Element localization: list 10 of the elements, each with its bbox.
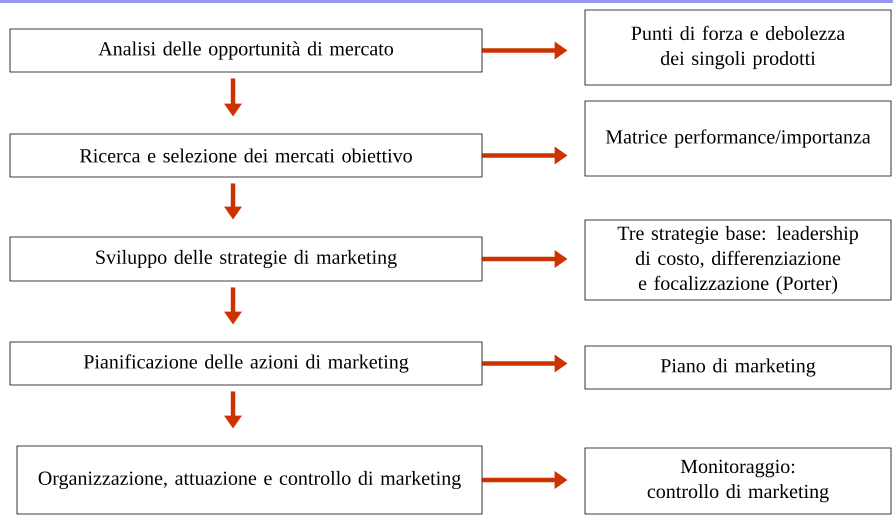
process-box: Piano di marketing: [584, 346, 892, 390]
process-box: Sviluppo delle strategie di marketing: [10, 236, 482, 282]
process-box: Punti di forza e debolezza dei singoli prodotti: [584, 10, 892, 86]
process-box: Ricerca e selezione dei mercati obiettivo: [10, 134, 482, 178]
process-box: Pianificazione delle azioni di marketing: [10, 342, 482, 386]
process-box: Monitoraggio: controllo di marketing: [584, 448, 892, 514]
process-box: Organizzazione, attuazione e controllo di marketing: [16, 446, 482, 514]
process-box: Analisi delle opportunità di mercato: [10, 28, 482, 72]
process-box: Tre strategie base: leadership di costo, differenziazione e focalizzazione (Porter): [584, 220, 892, 300]
process-box: Matrice performance/importanza: [584, 100, 892, 176]
